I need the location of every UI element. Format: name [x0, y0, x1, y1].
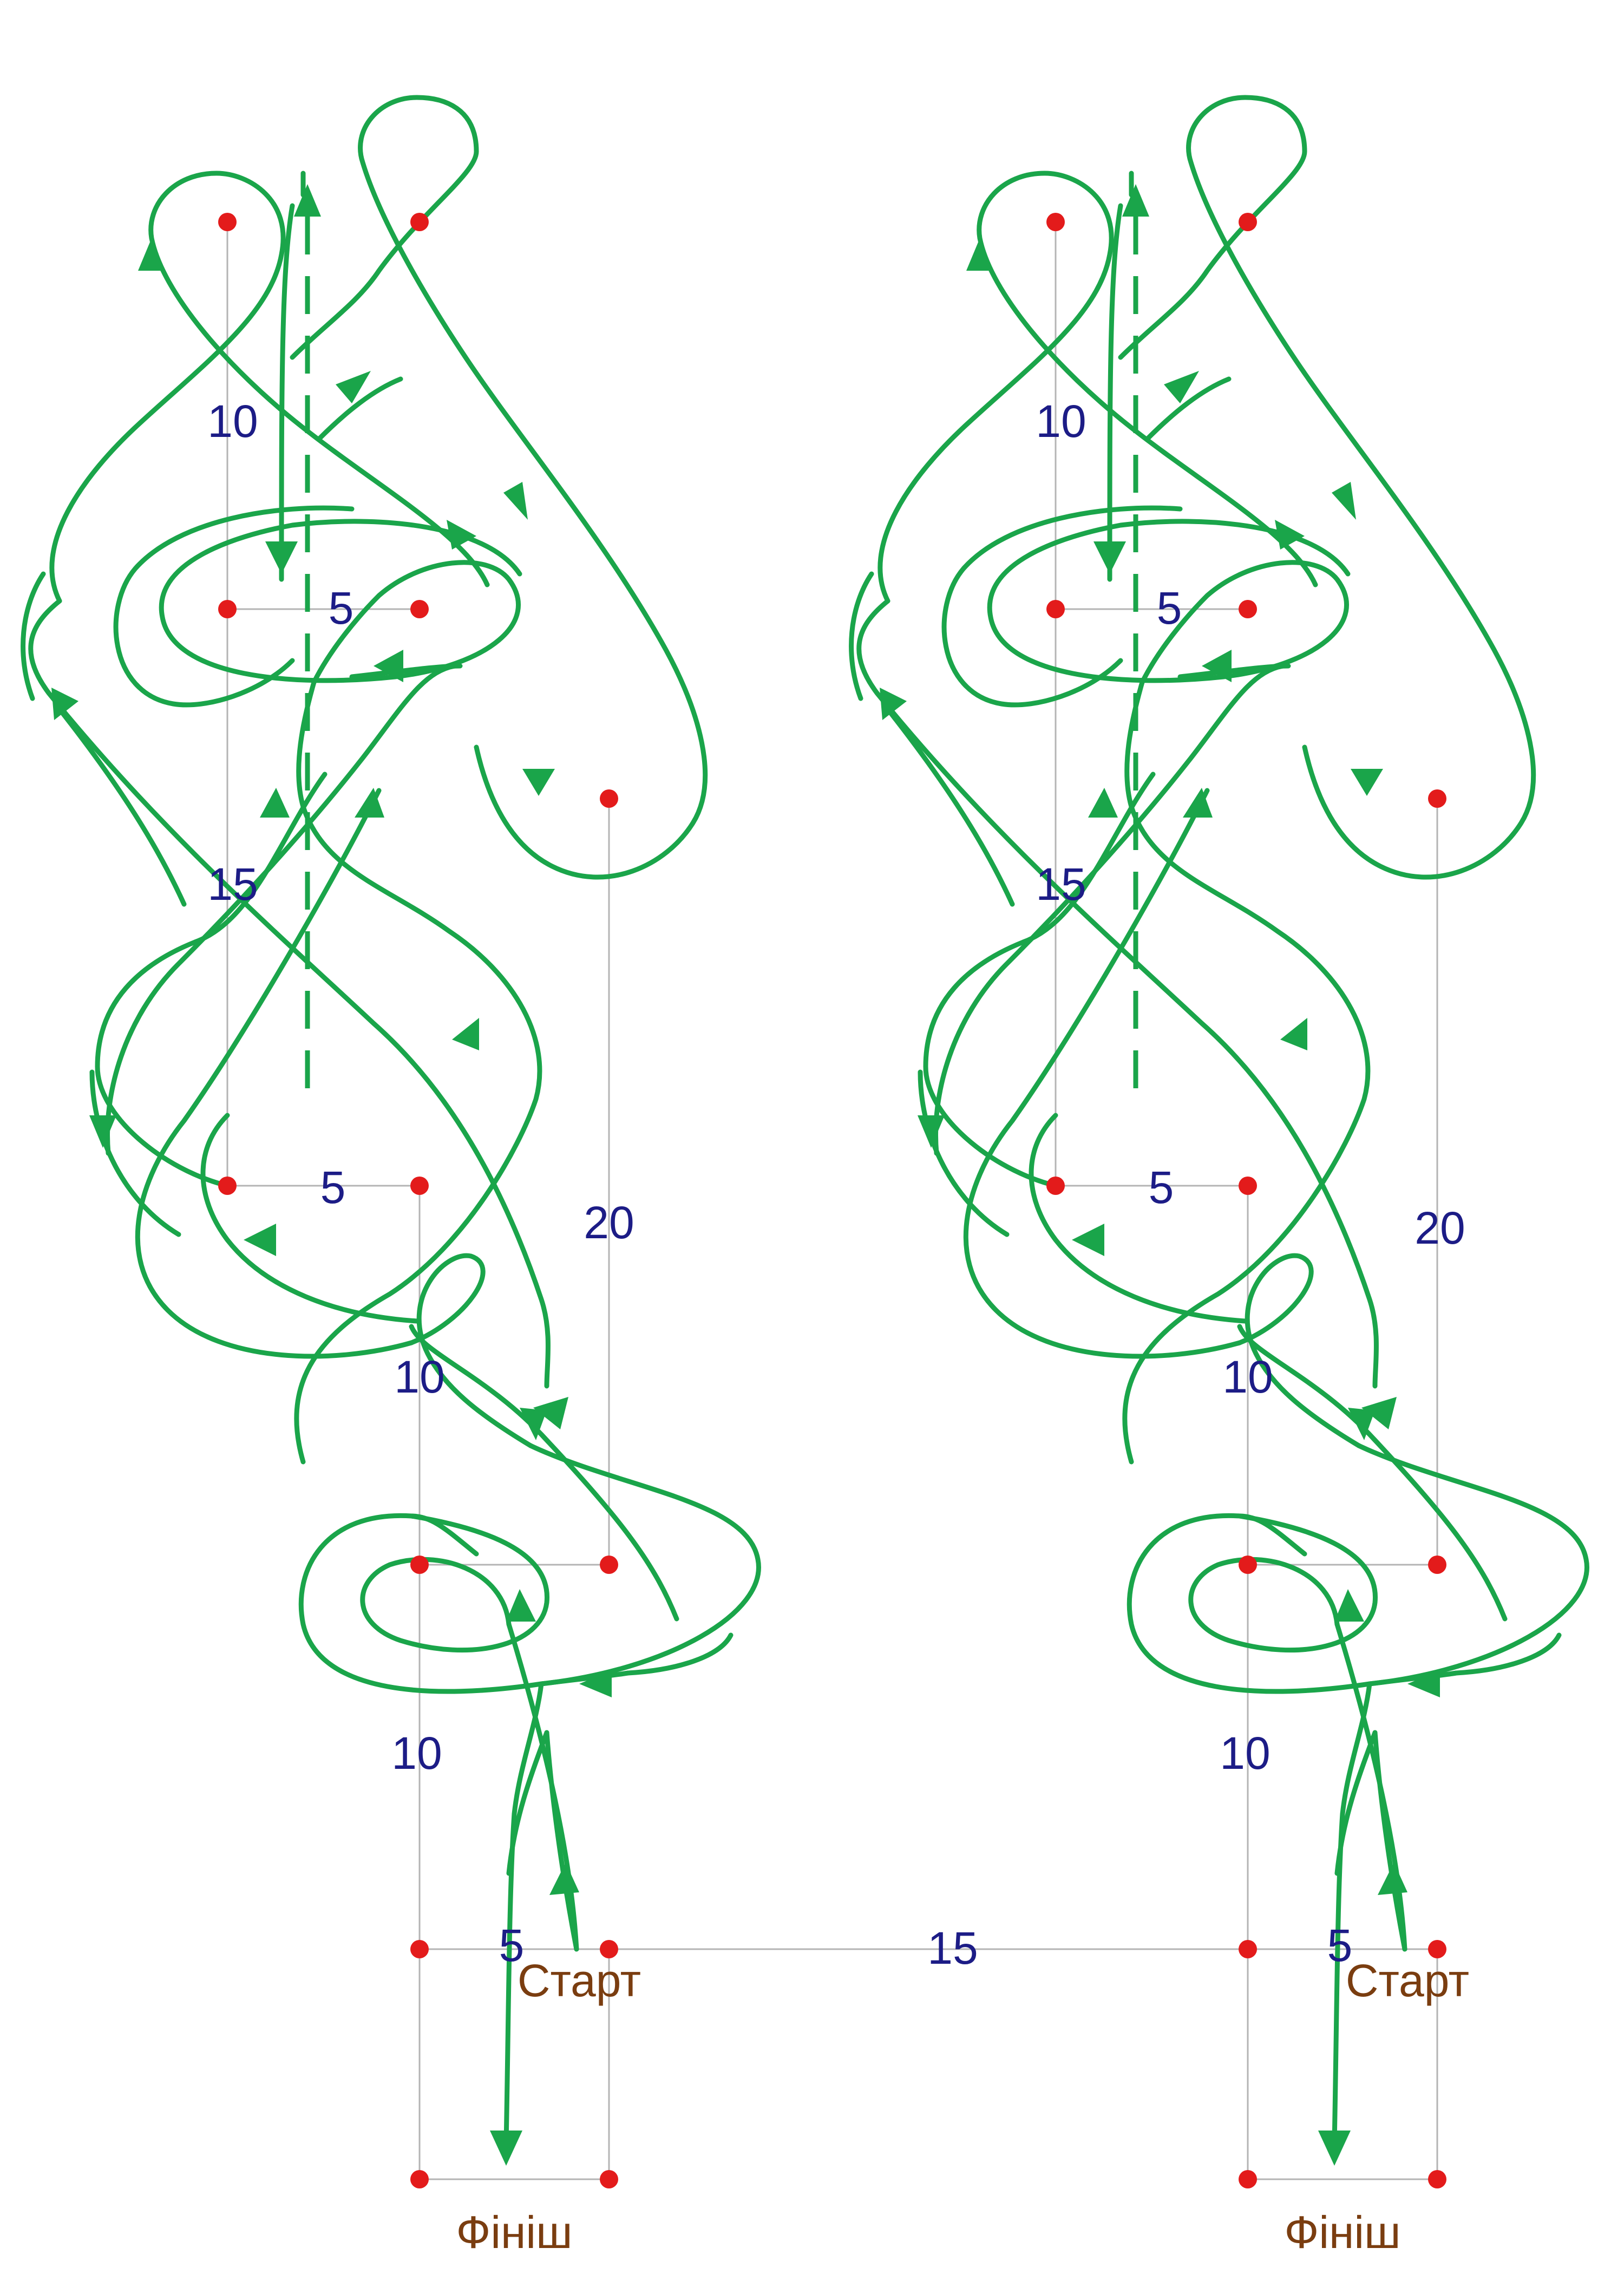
distance-label-right-7: 10	[1220, 1728, 1270, 1779]
labels-left: 10 5 15 5 20 10 10 5 Старт Фініш	[207, 396, 641, 2258]
distance-label-left-2: 5	[329, 583, 354, 633]
finish-label-right: Фініш	[1285, 2207, 1401, 2258]
distance-label-left-1: 10	[207, 396, 258, 447]
distance-label-right-4: 5	[1149, 1162, 1174, 1213]
distance-label-right-2: 5	[1157, 583, 1182, 633]
course-left	[23, 97, 759, 2188]
start-label-right: Старт	[1346, 1955, 1469, 2006]
distance-label-left-3: 15	[207, 859, 258, 910]
distance-label-left-7: 10	[391, 1728, 442, 1779]
labels-right: 10 5 15 5 20 10 10 5 Старт Фініш	[1036, 396, 1469, 2258]
distance-label-left-5: 20	[584, 1197, 634, 1248]
distance-label-right-3: 15	[1036, 859, 1086, 910]
distance-label-left-6: 10	[394, 1351, 444, 1402]
course-right	[852, 97, 1587, 2188]
distance-label-left-8: 5	[499, 1920, 525, 1971]
distance-label-right-5: 20	[1415, 1203, 1465, 1253]
distance-label-left-4: 5	[320, 1162, 346, 1213]
finish-label-left: Фініш	[456, 2207, 573, 2258]
distance-label-center: 15	[927, 1923, 978, 1974]
distance-label-right-1: 10	[1036, 396, 1086, 447]
distance-label-right-8: 5	[1327, 1920, 1353, 1971]
distance-label-right-6: 10	[1222, 1351, 1273, 1402]
start-label-left: Старт	[518, 1955, 641, 2006]
